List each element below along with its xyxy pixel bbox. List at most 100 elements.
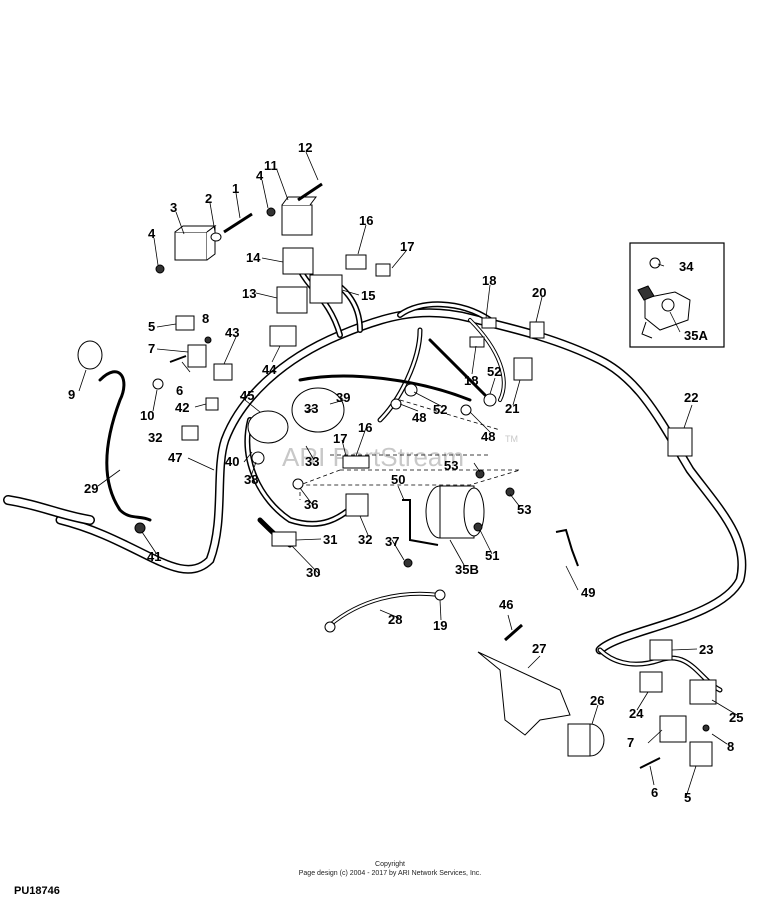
callout-40: 40 bbox=[225, 454, 239, 469]
callout-7b: 7 bbox=[627, 735, 634, 750]
callout-5b: 5 bbox=[684, 790, 691, 805]
part-unit-45 bbox=[247, 410, 289, 444]
part-bolt-46 bbox=[504, 623, 523, 642]
callout-53a: 53 bbox=[444, 458, 458, 473]
callout-1: 1 bbox=[232, 181, 239, 196]
callout-45: 45 bbox=[240, 388, 254, 403]
callout-35a: 35A bbox=[684, 328, 708, 343]
callout-39: 39 bbox=[336, 390, 350, 405]
part-boot-9 bbox=[77, 340, 103, 370]
part-35a-switch bbox=[637, 257, 691, 339]
part-connector-23 bbox=[649, 639, 673, 661]
part-relay-11 bbox=[281, 196, 317, 236]
callout-18b: 18 bbox=[464, 373, 478, 388]
callout-36: 36 bbox=[304, 497, 318, 512]
callout-10: 10 bbox=[140, 408, 154, 423]
callout-31: 31 bbox=[323, 532, 337, 547]
part-fuse-holder-17b bbox=[342, 455, 370, 469]
callout-7a: 7 bbox=[148, 341, 155, 356]
callout-11: 11 bbox=[264, 158, 278, 173]
part-nut-52b bbox=[404, 383, 418, 397]
part-terminal-48b bbox=[460, 404, 472, 416]
callout-42: 42 bbox=[175, 400, 189, 415]
callout-30: 30 bbox=[306, 565, 320, 580]
part-unit-39 bbox=[291, 387, 345, 433]
callout-12: 12 bbox=[298, 140, 312, 155]
callout-33a: 33 bbox=[304, 401, 318, 416]
callout-9: 9 bbox=[68, 387, 75, 402]
callout-46: 46 bbox=[499, 597, 513, 612]
callout-51: 51 bbox=[485, 548, 499, 563]
part-bracket-49 bbox=[555, 528, 579, 567]
part-nut-8 bbox=[204, 336, 212, 344]
part-nut-53b bbox=[505, 487, 515, 497]
callout-4b: 4 bbox=[256, 168, 264, 183]
part-connector-24 bbox=[639, 671, 663, 693]
callout-33b: 33 bbox=[305, 454, 319, 469]
part-connector-5b bbox=[689, 741, 713, 767]
callout-18a: 18 bbox=[482, 273, 496, 288]
callout-16b: 16 bbox=[358, 420, 372, 435]
part-bolt-12 bbox=[297, 182, 323, 202]
callout-6a: 6 bbox=[176, 383, 183, 398]
callout-20: 20 bbox=[532, 285, 546, 300]
part-connector-18 bbox=[481, 317, 497, 329]
part-clip-42 bbox=[205, 397, 219, 411]
part-nut-4b bbox=[266, 207, 276, 217]
part-nut-53a bbox=[475, 469, 485, 479]
callout-41: 41 bbox=[147, 549, 161, 564]
part-nut-4 bbox=[155, 264, 165, 274]
callout-2: 2 bbox=[205, 191, 212, 206]
callout-23: 23 bbox=[699, 642, 713, 657]
part-connector-25 bbox=[689, 679, 717, 705]
callout-19: 19 bbox=[433, 618, 447, 633]
part-switch-7b bbox=[659, 715, 687, 743]
callout-17b: 17 bbox=[333, 431, 347, 446]
callout-13: 13 bbox=[242, 286, 256, 301]
callout-29: 29 bbox=[84, 481, 98, 496]
callout-34: 34 bbox=[679, 259, 694, 274]
part-socket-15 bbox=[309, 274, 343, 304]
callout-22: 22 bbox=[684, 390, 698, 405]
callout-14: 14 bbox=[246, 250, 261, 265]
footer-page-design: Page design (c) 2004 - 2017 by ARI Netwo… bbox=[298, 870, 482, 877]
callout-17a: 17 bbox=[400, 239, 414, 254]
part-connector-18b bbox=[469, 336, 485, 348]
callout-21: 21 bbox=[505, 401, 519, 416]
part-terminal-38 bbox=[251, 451, 265, 465]
part-solenoid-35b bbox=[425, 485, 485, 539]
callout-50: 50 bbox=[391, 472, 405, 487]
callout-32b: 32 bbox=[358, 532, 372, 547]
callout-5a: 5 bbox=[148, 319, 155, 334]
part-bolt-37 bbox=[403, 558, 413, 568]
part-connector-5 bbox=[175, 315, 195, 331]
callout-27: 27 bbox=[532, 641, 546, 656]
callout-8a: 8 bbox=[202, 311, 209, 326]
callout-47: 47 bbox=[168, 450, 182, 465]
callout-52b: 52 bbox=[487, 364, 501, 379]
part-socket-13 bbox=[276, 286, 308, 314]
callout-25: 25 bbox=[729, 710, 743, 725]
callout-37: 37 bbox=[385, 534, 399, 549]
callout-38: 38 bbox=[244, 472, 258, 487]
callout-8b: 8 bbox=[727, 739, 734, 754]
callout-15: 15 bbox=[361, 288, 375, 303]
part-connector-44 bbox=[269, 325, 297, 347]
part-terminal-36 bbox=[292, 478, 304, 490]
callout-labels: 1 2 3 4 4 5 5 6 6 7 7 8 8 9 10 11 12 13 … bbox=[68, 140, 743, 805]
watermark-tm: TM bbox=[505, 434, 518, 444]
callout-3: 3 bbox=[170, 200, 177, 215]
part-connector-17 bbox=[375, 263, 391, 277]
part-washer-2 bbox=[210, 232, 222, 242]
part-bracket-50 bbox=[402, 499, 439, 546]
part-clip-43 bbox=[213, 363, 233, 381]
part-connector-21 bbox=[513, 357, 533, 381]
footer-copyright: Copyright bbox=[375, 861, 405, 868]
part-socket-14 bbox=[282, 247, 314, 275]
callout-44: 44 bbox=[262, 362, 277, 377]
callout-52a: 52 bbox=[433, 402, 447, 417]
part-connector-20 bbox=[529, 321, 545, 339]
part-clip-32 bbox=[181, 425, 199, 441]
callout-43: 43 bbox=[225, 325, 239, 340]
